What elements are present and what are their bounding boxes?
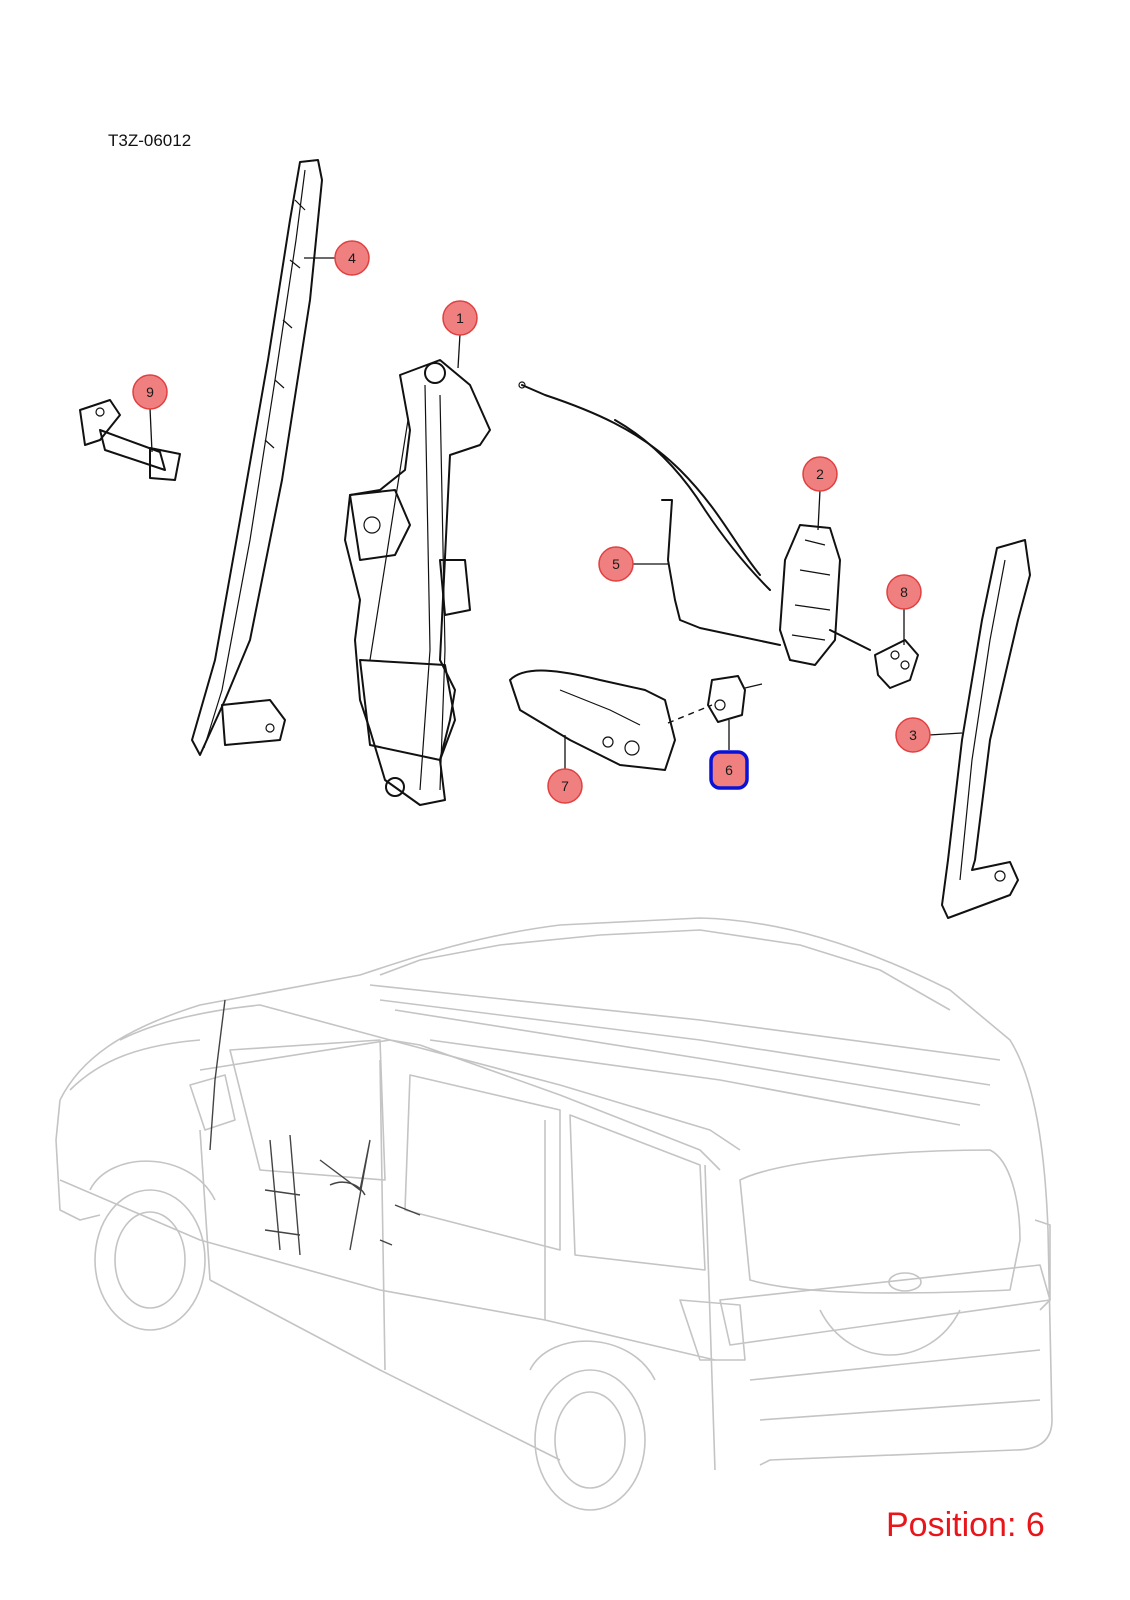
- callout-label: 8: [900, 584, 908, 600]
- diagram-code: T3Z-06012: [108, 131, 192, 150]
- part-door-check: [79, 399, 181, 481]
- part-door-lock: [518, 381, 871, 666]
- callout-1[interactable]: 1: [442, 300, 478, 336]
- callout-4[interactable]: 4: [334, 240, 370, 276]
- callout-6[interactable]: 6: [709, 750, 749, 790]
- part-striker: [874, 639, 919, 689]
- callout-label: 7: [561, 778, 569, 794]
- van-outline: [55, 917, 1053, 1511]
- callout-5[interactable]: 5: [598, 546, 634, 582]
- callout-label: 4: [348, 250, 356, 266]
- part-lock-cylinder: [667, 675, 763, 724]
- callout-7[interactable]: 7: [547, 768, 583, 804]
- part-control-rod: [661, 499, 781, 646]
- position-label: Position: 6: [886, 1506, 1045, 1544]
- callout-label: 3: [909, 727, 917, 743]
- callout-2[interactable]: 2: [802, 456, 838, 492]
- part-window-channel-front: [191, 159, 323, 756]
- part-outer-handle: [509, 669, 676, 771]
- callout-label: 5: [612, 556, 620, 572]
- callout-label: 2: [816, 466, 824, 482]
- part-window-channel-rear: [941, 539, 1031, 919]
- part-window-regulator: [344, 359, 491, 806]
- callout-9[interactable]: 9: [132, 374, 168, 410]
- callout-label: 9: [146, 384, 154, 400]
- callout-label: 1: [456, 310, 464, 326]
- callout-label: 6: [725, 762, 733, 778]
- callout-8[interactable]: 8: [886, 574, 922, 610]
- leader-lines: [149, 257, 963, 770]
- callout-3[interactable]: 3: [895, 717, 931, 753]
